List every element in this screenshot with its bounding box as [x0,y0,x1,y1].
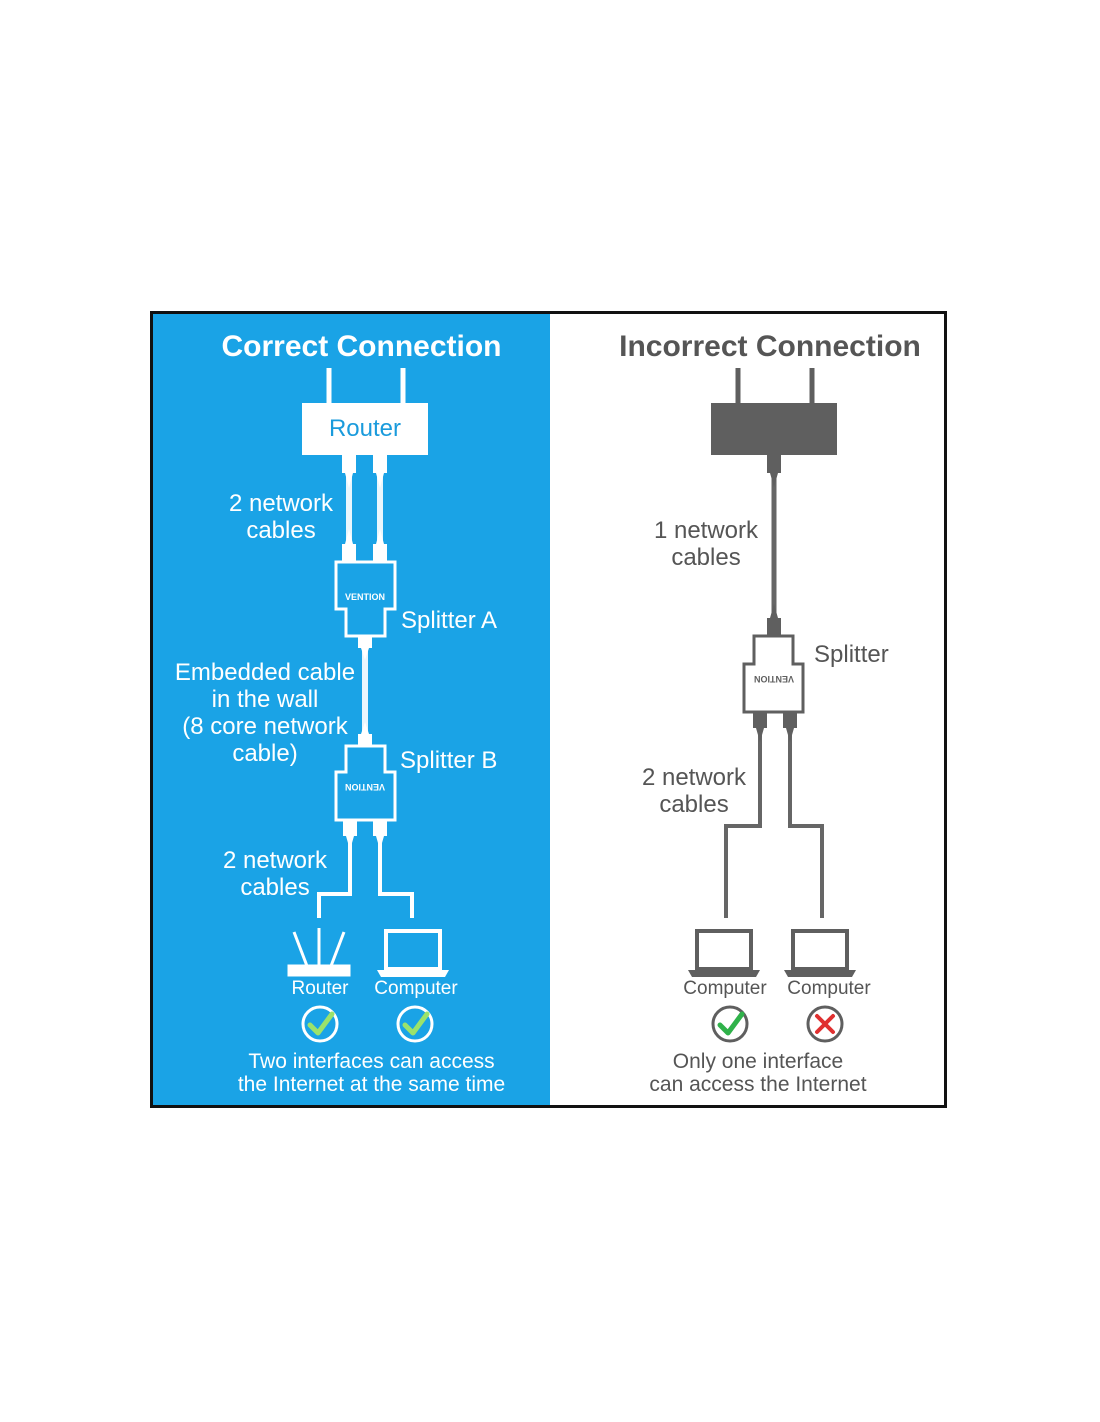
correct-note: Two interfaces can access the Internet a… [237,1050,506,1096]
incorrect-connection-panel: VENTION [550,314,944,1105]
router-device-icon [287,928,351,977]
laptop-icon [784,929,856,977]
device-2-label: Computer [374,978,458,999]
correct-diagram: VENTION VENTION [287,368,449,1043]
splitter-a-brand: VENTION [345,592,385,602]
splitter-a-icon: VENTION [334,560,397,638]
laptop-icon [377,929,449,977]
device-1-label: Router [291,978,349,999]
device-2-label: Computer [787,978,871,999]
network-cables-top [342,455,387,562]
network-cables-bottom [724,712,824,918]
comparison-frame: VENTION VENTION [150,311,947,1108]
check-icon [396,1005,434,1043]
network-cable-single [767,455,781,636]
correct-title: Correct Connection [221,330,502,363]
check-icon [711,1005,749,1043]
splitter-brand: VENTION [754,674,794,684]
incorrect-note: Only one interface can access the Intern… [649,1050,867,1096]
cross-icon [806,1005,844,1043]
correct-connection-panel: VENTION VENTION [153,314,550,1105]
check-icon [301,1005,339,1043]
router-box [711,403,837,455]
cables-top-label: 1 network cables [653,517,759,571]
splitter-b-icon: VENTION [334,744,397,822]
cables-bottom-label: 2 network cables [222,847,328,901]
incorrect-diagram: VENTION [688,368,856,1043]
embedded-wall-cable [358,636,372,746]
cables-top-label: 2 network cables [228,490,334,544]
splitter-b-brand: VENTION [345,782,385,792]
splitter-icon: VENTION [742,634,805,714]
splitter-b-label: Splitter B [400,747,498,774]
router-label: Router [328,415,402,442]
embedded-cable-label: Embedded cable in the wall (8 core netwo… [174,659,356,767]
cables-bottom-label: 2 network cables [641,764,747,818]
laptop-icon [688,929,760,977]
incorrect-title: Incorrect Connection [619,330,921,363]
splitter-a-label: Splitter A [401,607,498,634]
device-1-label: Computer [683,978,767,999]
splitter-label: Splitter [814,641,889,668]
network-cables-bottom [317,820,414,918]
router-box [302,403,428,455]
